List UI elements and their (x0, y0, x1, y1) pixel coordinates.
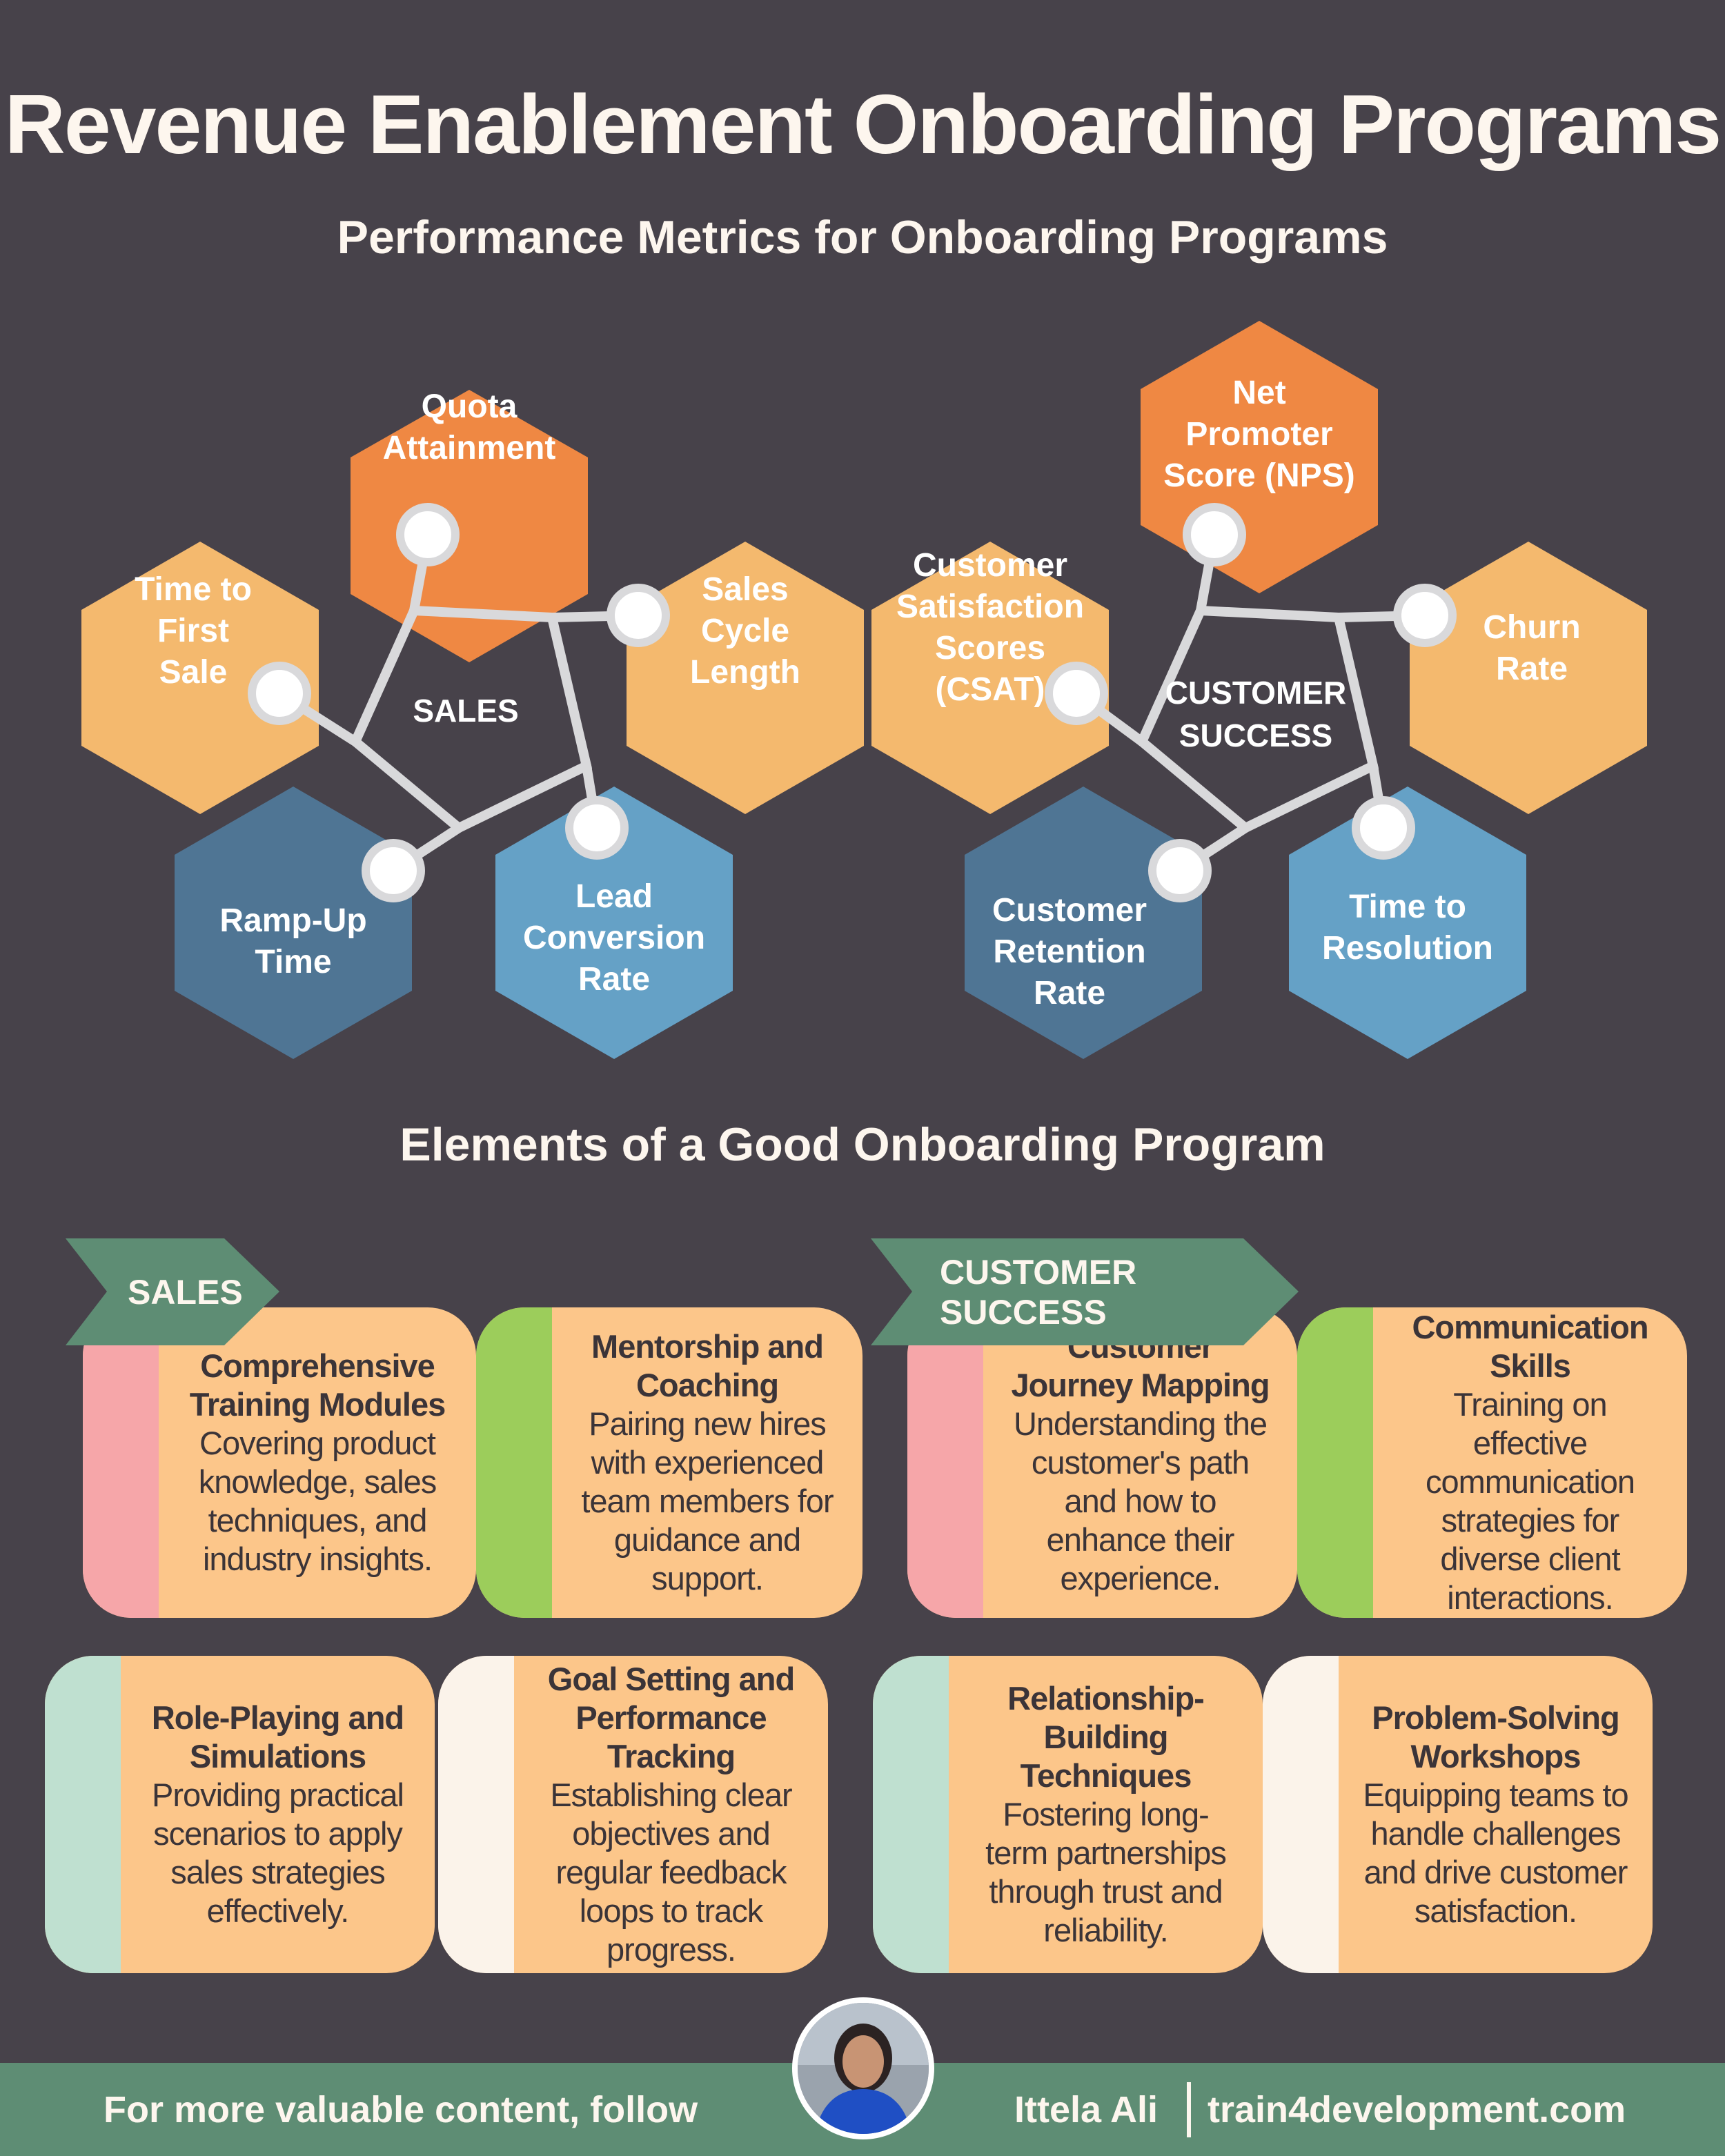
card-title: Relationship-Building Techniques (1007, 1680, 1205, 1794)
metric-time-to-first-sale: Time to First Sale (135, 571, 252, 691)
card-text: Fostering long-term partnerships through… (985, 1796, 1227, 1948)
card-title: Role-Playing and Simulations (151, 1699, 404, 1774)
metrics-heading: Performance Metrics for Onboarding Progr… (337, 211, 1388, 264)
hex-csat (871, 542, 1109, 814)
card-stripe (45, 1656, 121, 1973)
card-title: Problem-Solving Workshops (1372, 1699, 1619, 1774)
footer-author-name[interactable]: Ittela Ali (1014, 2088, 1159, 2130)
cs-ribbon: CUSTOMER SUCCESS (871, 1238, 1299, 1345)
metric-net-promoter-score: Net Promoter Score (NPS) (1163, 375, 1355, 494)
card-stripe (873, 1656, 949, 1973)
card-text: Understanding the customer's path and ho… (1013, 1405, 1268, 1596)
sales-hub-label: SALES (413, 693, 519, 729)
hex-customer-retention-rate (965, 787, 1202, 1059)
footer-website-link[interactable]: train4development.com (1208, 2088, 1626, 2130)
card-stripe (907, 1307, 983, 1618)
card-customer-journey: Customer Journey Mapping Understanding t… (907, 1307, 1297, 1618)
card-comprehensive-training: Comprehensive Training Modules Covering … (83, 1307, 476, 1618)
cs-hub-label: CUSTOMER SUCCESS (1165, 675, 1347, 753)
avatar-portrait-icon (798, 2003, 929, 2134)
card-role-playing: Role-Playing and Simulations Providing p… (45, 1656, 435, 1973)
card-text: Training on effective communication stra… (1425, 1386, 1635, 1616)
page-title: Revenue Enablement Onboarding Programs (4, 77, 1722, 171)
hex-sales-cycle-length (627, 542, 864, 814)
card-relationship-building: Relationship-Building Techniques Fosteri… (873, 1656, 1263, 1973)
footer-divider (1187, 2082, 1191, 2137)
hex-time-to-resolution (1289, 787, 1526, 1059)
card-communication-skills: Communication Skills Training on effecti… (1297, 1307, 1687, 1618)
card-text: Covering product knowledge, sales techni… (198, 1425, 437, 1577)
hex-time-to-first-sale (81, 542, 319, 814)
card-stripe (438, 1656, 514, 1973)
metric-lead-conversion-rate: Lead Conversion Rate (522, 878, 706, 998)
card-stripe (1297, 1307, 1373, 1618)
metric-csat: Customer Satisfaction Scores (CSAT) (896, 547, 1085, 708)
card-text: Providing practical scenarios to apply s… (151, 1777, 404, 1929)
metric-customer-retention-rate: Customer Retention Rate (992, 892, 1147, 1011)
card-goal-setting: Goal Setting and Performance Tracking Es… (438, 1656, 828, 1973)
footer-follow-text: For more valuable content, follow (103, 2088, 698, 2130)
ribbon-arrow-shape (66, 1238, 279, 1345)
card-stripe (83, 1307, 159, 1618)
cs-nodes (1045, 503, 1457, 902)
card-problem-solving: Problem-Solving Workshops Equipping team… (1263, 1656, 1653, 1973)
card-mentorship-coaching: Mentorship and Coaching Pairing new hire… (476, 1307, 862, 1618)
metrics-network (81, 321, 1647, 1059)
cs-ribbon-label: CUSTOMER SUCCESS (940, 1252, 1137, 1332)
card-text: Pairing new hires with experienced team … (581, 1405, 834, 1596)
card-title: Goal Setting and Performance Tracking (547, 1661, 795, 1774)
hex-lead-conversion-rate (495, 787, 733, 1059)
metric-sales-cycle-length: Sales Cycle Length (690, 571, 800, 691)
card-stripe (1263, 1656, 1339, 1973)
sales-ribbon-label: SALES (128, 1272, 243, 1312)
sales-ribbon: SALES (66, 1238, 279, 1345)
sales-nodes (248, 503, 670, 902)
metric-time-to-resolution: Time to Resolution (1322, 889, 1493, 967)
hex-churn-rate (1410, 542, 1647, 814)
hex-quota-attainment (351, 390, 588, 662)
metric-ramp-up-time: Ramp-Up Time (219, 902, 367, 980)
card-stripe (476, 1307, 552, 1618)
ribbon-arrow-shape (871, 1238, 1299, 1345)
card-title: Mentorship and Coaching (591, 1328, 824, 1403)
card-text: Establishing clear objectives and regula… (550, 1777, 792, 1968)
metric-churn-rate: Churn Rate (1483, 609, 1581, 687)
card-title: Comprehensive Training Modules (189, 1347, 446, 1423)
card-text: Equipping teams to handle challenges and… (1363, 1777, 1628, 1929)
elements-heading: Elements of a Good Onboarding Program (400, 1118, 1325, 1171)
card-title: Communication Skills (1412, 1309, 1648, 1384)
hex-ramp-up-time (175, 787, 412, 1059)
avatar[interactable] (792, 1997, 934, 2139)
metric-quota-attainment: Quota Attainment (382, 388, 556, 466)
